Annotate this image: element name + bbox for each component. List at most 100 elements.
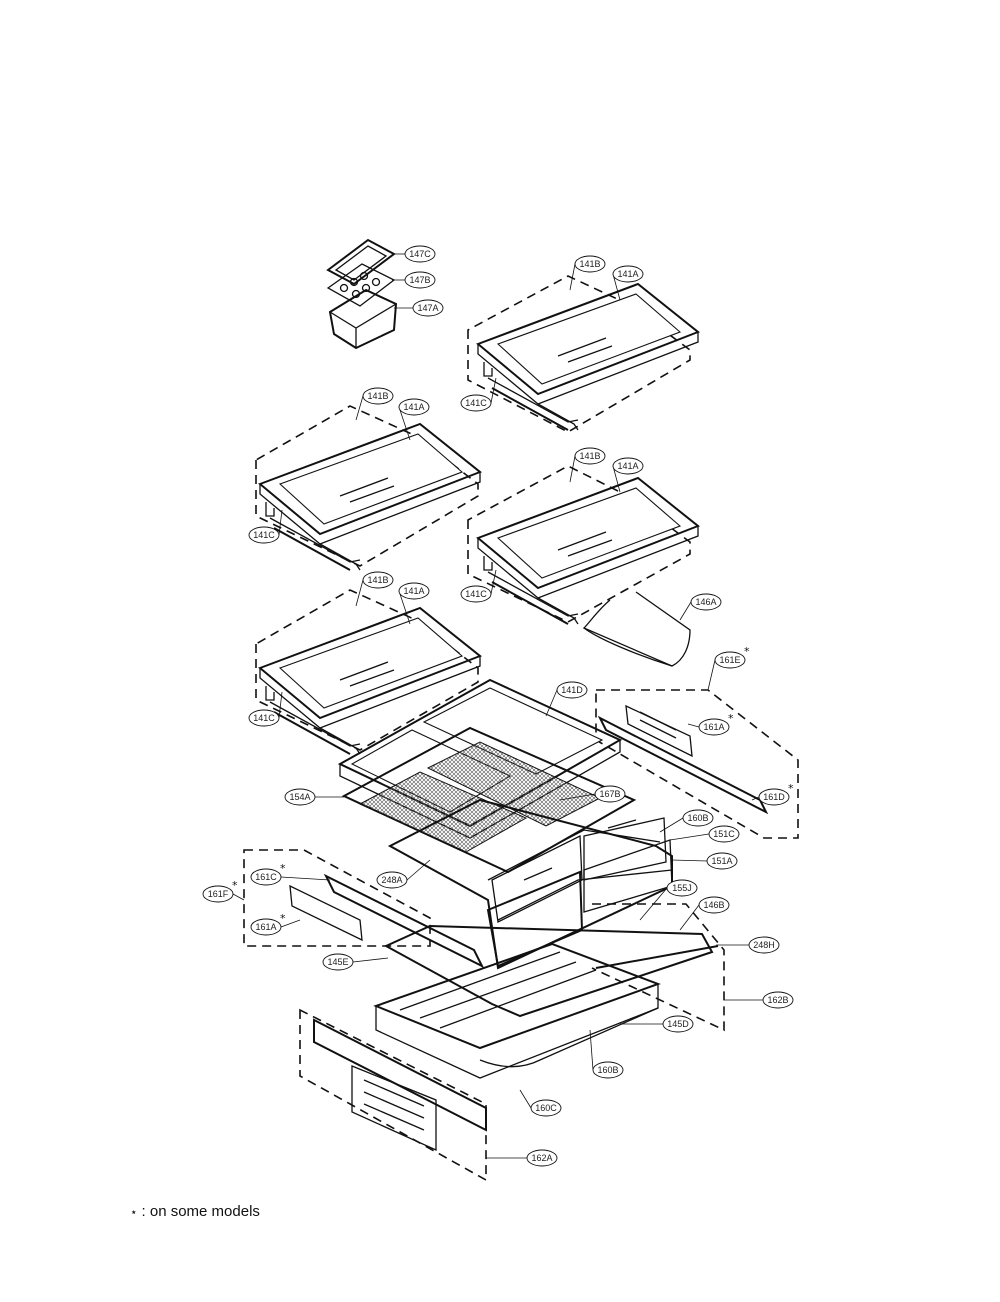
callout-ellipse: [412, 299, 444, 317]
callout-ellipse: [284, 788, 316, 806]
part-number-label: 141C: [253, 530, 275, 540]
callout-141a: 141A: [612, 265, 644, 301]
callout-ellipse: [322, 953, 354, 971]
leader-line: [519, 1089, 532, 1109]
leader-line: [589, 1029, 594, 1071]
leader-line: [355, 579, 364, 607]
callout-ellipse: [556, 681, 588, 699]
callout-151a: 151A: [671, 852, 738, 870]
part-number-label: 146B: [703, 900, 724, 910]
leader-line: [569, 455, 576, 483]
callout-141d: 141D: [545, 681, 588, 717]
leader-line: [280, 919, 301, 928]
callout-ellipse: [666, 879, 698, 897]
part-number-label: 141C: [253, 713, 275, 723]
shelf-group-middle-right: [467, 465, 699, 625]
part-number-label: 141C: [465, 398, 487, 408]
leader-line: [406, 859, 431, 881]
callout-ellipse: [460, 394, 492, 412]
callout-141b: 141B: [569, 255, 606, 291]
callout-ellipse: [574, 255, 606, 273]
part-number-label: 161C: [255, 872, 277, 882]
callout-248a: 248A: [376, 859, 431, 889]
part-number-label: 145D: [667, 1019, 689, 1029]
callout-161a: 161A *: [687, 712, 734, 736]
callout-147c: 147C: [394, 245, 436, 263]
leader-line: [232, 893, 245, 901]
leader-line: [490, 377, 497, 404]
callout-ellipse: [248, 526, 280, 544]
callout-141c: 141C: [248, 509, 283, 544]
part-number-label: 141A: [403, 402, 424, 412]
leader-line: [707, 659, 716, 691]
part-number-label: 141D: [561, 685, 583, 695]
callout-161f: 161F*: [202, 879, 245, 903]
some-models-star-icon: *: [232, 879, 238, 892]
callout-161d: 161D*: [751, 782, 794, 806]
callout-ellipse: [748, 936, 780, 954]
callout-ellipse: [612, 265, 644, 283]
callout-161c: 161C*: [250, 862, 331, 886]
callout-161e: 161E *: [707, 645, 750, 691]
leader-line: [612, 273, 621, 301]
part-number-label: 162A: [531, 1153, 552, 1163]
callout-ellipse: [202, 885, 234, 903]
leader-line: [280, 876, 331, 881]
leader-line: [398, 406, 411, 441]
part-number-label: 160B: [597, 1065, 618, 1075]
some-models-star-icon: *: [728, 712, 734, 725]
part-number-label: 141A: [617, 269, 638, 279]
callout-146b: 146B: [679, 896, 730, 931]
some-models-star-icon: *: [744, 645, 750, 658]
callout-ellipse: [362, 387, 394, 405]
callout-248h: 248H: [716, 936, 780, 954]
part-number-label: 161F: [208, 889, 229, 899]
part-number-label: 151A: [711, 856, 732, 866]
callout-ellipse: [250, 918, 282, 936]
callout-ellipse: [250, 868, 282, 886]
callout-160b: 160B: [589, 1029, 624, 1079]
callout-160c: 160C: [519, 1089, 562, 1117]
callout-141c: 141C: [248, 691, 283, 727]
callout-147b: 147B: [392, 271, 436, 289]
callout-141a: 141A: [612, 457, 644, 493]
callout-141b: 141B: [569, 447, 606, 483]
part-number-label: 147B: [409, 275, 430, 285]
callout-ellipse: [690, 593, 722, 611]
part-number-label: 146A: [695, 597, 716, 607]
callout-160b: 160B: [659, 809, 714, 833]
leader-line: [639, 887, 668, 921]
leader-line: [355, 395, 364, 421]
footnote-text: : on some models: [141, 1203, 260, 1220]
leader-line: [659, 817, 684, 833]
callout-141a: 141A: [398, 582, 430, 625]
callout-162b: 162B: [724, 991, 794, 1009]
leader-line: [751, 796, 760, 801]
callout-ellipse: [708, 825, 740, 843]
callout-145e: 145E: [322, 953, 389, 971]
leader-line: [398, 590, 411, 625]
some-models-star-icon: *: [280, 912, 286, 925]
leader-line: [679, 601, 692, 621]
callout-146a: 146A: [679, 593, 722, 621]
leader-line: [278, 691, 283, 719]
rail-group-161f: [243, 849, 485, 969]
shelf-group-lower-left: [255, 589, 481, 755]
part-number-label: 161E: [719, 655, 740, 665]
callout-ellipse: [404, 271, 436, 289]
part-number-label: 167B: [599, 789, 620, 799]
callout-ellipse: [612, 457, 644, 475]
callout-ellipse: [592, 1061, 624, 1079]
callout-ellipse: [698, 718, 730, 736]
part-number-label: 161A: [703, 722, 724, 732]
callout-ellipse: [662, 1015, 694, 1033]
callout-141c: 141C: [460, 377, 497, 412]
callout-labels: 147C147B147A141B141A141C141B141A141C141B…: [202, 245, 794, 1167]
callout-161a: 161A*: [250, 912, 301, 936]
callout-ellipse: [398, 582, 430, 600]
callout-ellipse: [460, 585, 492, 603]
part-number-label: 141B: [579, 259, 600, 269]
callout-167b: 167B: [559, 785, 626, 803]
callout-141b: 141B: [355, 571, 394, 607]
